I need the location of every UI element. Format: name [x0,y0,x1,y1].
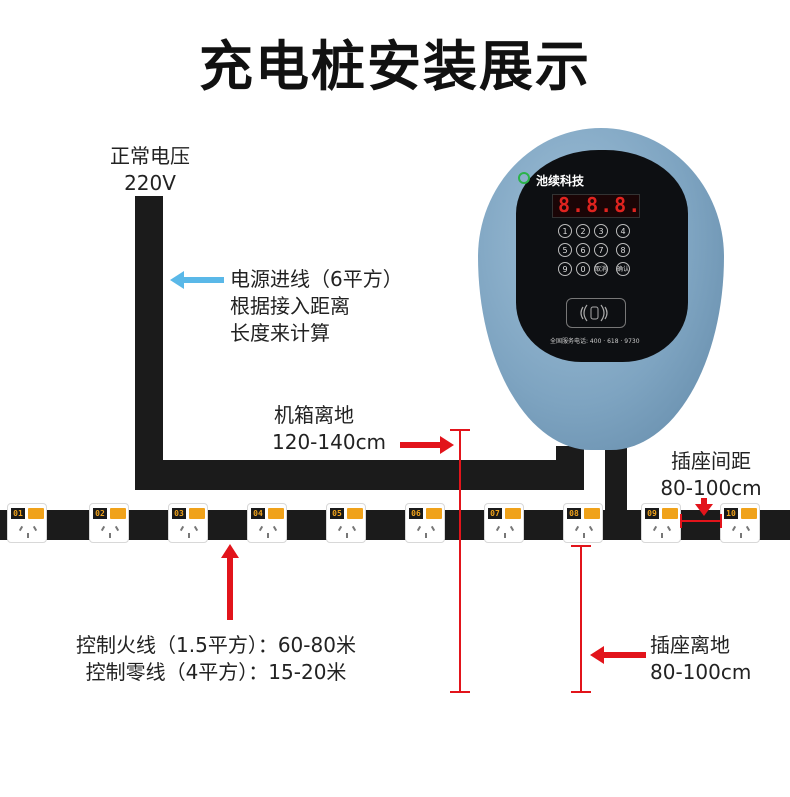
key-4[interactable]: 4 [616,224,630,238]
socket-display [426,508,442,519]
nfc-card-reader [566,298,626,328]
socket-display [741,508,757,519]
socket: 10 [720,503,760,543]
socket-number: 02 [93,508,107,519]
box-height-measure-bottom-cap [450,691,470,693]
outlet-holes-icon [16,525,40,538]
outlet-holes-icon [177,525,201,538]
key-cancel[interactable]: 取消 [594,262,608,276]
key-confirm[interactable]: 确认 [616,262,630,276]
power-input-label: 电源进线（6平方） 根据接入距离 长度来计算 [230,266,403,347]
brand-logo-icon [518,172,530,184]
voltage-label-line1: 正常电压 [110,144,190,168]
key-6[interactable]: 6 [576,243,590,257]
nfc-icon [580,304,608,322]
socket: 01 [7,503,47,543]
red-arrow-up-icon [221,544,239,620]
socket-display [268,508,284,519]
socket: 05 [326,503,366,543]
socket-number: 09 [645,508,659,519]
power-input-line1: 电源进线（6平方） [230,267,403,291]
red-arrow-right-icon [400,436,454,454]
socket-number: 05 [330,508,344,519]
socket: 04 [247,503,287,543]
outlet-holes-icon [98,525,122,538]
socket-spacing-line1: 插座间距 [671,449,751,473]
control-neutral-wire: 控制零线（4平方）：15-20米 [85,660,347,684]
key-9[interactable]: 9 [558,262,572,276]
socket-number: 06 [409,508,423,519]
outlet-holes-icon [256,525,280,538]
page-title: 充电桩安装展示 [199,35,591,98]
outlet-holes-icon [729,525,753,538]
socket-display [584,508,600,519]
voltage-label: 正常电压 220V [100,143,200,197]
box-height-line2: 120-140cm [272,430,387,454]
key-0[interactable]: 0 [576,262,590,276]
key-8[interactable]: 8 [616,243,630,257]
socket: 09 [641,503,681,543]
socket-display [110,508,126,519]
outlet-holes-icon [414,525,438,538]
socket-display [505,508,521,519]
socket-spacing-line2: 80-100cm [660,476,762,500]
socket-spacing-right-cap [720,514,722,528]
socket: 06 [405,503,445,543]
voltage-label-line2: 220V [124,171,176,195]
socket-number: 08 [567,508,581,519]
socket-height-measure-top-cap [571,545,591,547]
socket-number: 04 [251,508,265,519]
key-7[interactable]: 7 [594,243,608,257]
power-input-wire-vertical [135,196,163,490]
box-height-measure-line [459,430,461,692]
control-wire-label: 控制火线（1.5平方）：60-80米 控制零线（4平方）：15-20米 [40,632,392,686]
blue-arrow-icon [170,271,224,289]
power-input-wire-horizontal [135,460,584,490]
socket-spacing-left-cap [680,514,682,528]
socket: 02 [89,503,129,543]
socket: 07 [484,503,524,543]
charger-drop-wire-left [556,446,584,490]
socket-spacing-label: 插座间距 80-100cm [652,448,770,502]
socket-number: 01 [11,508,25,519]
outlet-holes-icon [493,525,517,538]
socket-spacing-measure-line [681,520,721,522]
socket-display [28,508,44,519]
key-5[interactable]: 5 [558,243,572,257]
power-input-line2: 根据接入距离 [230,294,350,318]
outlet-holes-icon [650,525,674,538]
socket-number: 07 [488,508,502,519]
charger-drop-wire-right [605,446,627,526]
charger-display [552,194,640,218]
outlet-holes-icon [572,525,596,538]
key-3[interactable]: 3 [594,224,608,238]
socket-display [347,508,363,519]
service-hotline: 全国服务电话: 400 · 618 · 9730 [550,338,640,345]
control-live-wire: 控制火线（1.5平方）：60-80米 [76,633,356,657]
outlet-holes-icon [335,525,359,538]
charger-brand: 池续科技 [536,174,585,188]
charger-unit: 池续科技 8.8.8. 1 2 3 4 5 6 7 8 9 0 取消 确认 全国… [478,128,724,450]
socket-number: 10 [724,508,738,519]
box-height-line1: 机箱离地 [274,403,354,427]
socket: 03 [168,503,208,543]
socket-height-line1: 插座离地 [650,633,730,657]
socket-height-measure-bottom-cap [571,691,591,693]
red-arrow-left-icon [590,646,646,664]
key-1[interactable]: 1 [558,224,572,238]
socket-height-label: 插座离地 80-100cm [650,632,751,686]
socket-number: 03 [172,508,186,519]
charger-display-digits: 8.8.8. [558,193,643,217]
socket: 08 [563,503,603,543]
box-height-measure-top-cap [450,429,470,431]
power-input-line3: 长度来计算 [230,321,330,345]
key-2[interactable]: 2 [576,224,590,238]
red-arrow-down-icon [695,498,713,516]
box-height-label: 机箱离地 120-140cm [272,402,386,456]
socket-height-line2: 80-100cm [650,660,752,684]
socket-height-measure-line [580,545,582,693]
socket-display [662,508,678,519]
socket-display [189,508,205,519]
